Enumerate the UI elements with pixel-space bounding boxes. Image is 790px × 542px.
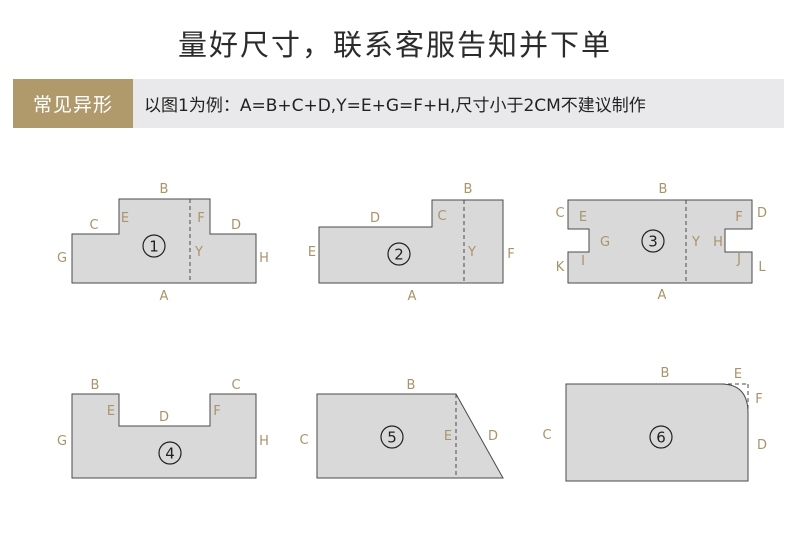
shape-2-label-c: C: [437, 209, 446, 224]
shape-2-label-f: F: [507, 247, 514, 262]
banner-tag: 常见异形: [13, 79, 133, 128]
shape-3-number: 3: [648, 233, 658, 251]
shape-5-outline: [316, 393, 504, 479]
shape-3-label-i: I: [581, 254, 585, 269]
shape-3-label-y: Y: [691, 235, 700, 250]
shape-4-label-g: G: [57, 434, 67, 449]
shape-3-label-l: L: [758, 260, 766, 275]
shape-4: 4 B C E D F G H: [57, 378, 269, 479]
shape-6-label-f: F: [755, 392, 762, 407]
shape-3: 3 B C E F D G Y H I J K L A: [555, 182, 767, 303]
shape-3-label-d: D: [757, 206, 767, 221]
shape-6-number: 6: [656, 429, 666, 447]
shape-4-label-d: D: [159, 410, 169, 425]
shape-3-label-j: J: [736, 252, 741, 267]
shape-6-number-circle: [649, 425, 673, 449]
shape-3-label-h: H: [713, 235, 723, 250]
banner-text: 以图1为例：A=B+C+D,Y=E+G=F+H,尺寸小于2CM不建议制作: [144, 96, 646, 116]
shape-3-outline: [567, 199, 753, 284]
shape-5-label-d: D: [488, 429, 498, 444]
shape-2-label-a: A: [408, 289, 417, 304]
shape-4-label-e: E: [107, 404, 115, 419]
shape-1-label-a: A: [160, 289, 169, 304]
shape-4-label-h: H: [259, 434, 269, 449]
shape-6-label-e: E: [734, 367, 742, 382]
info-banner: 常见异形 以图1为例：A=B+C+D,Y=E+G=F+H,尺寸小于2CM不建议制…: [13, 79, 784, 128]
shape-1-label-y: Y: [194, 245, 203, 260]
shape-5-number-circle: [380, 425, 404, 449]
shape-4-label-b: B: [91, 378, 100, 393]
shape-1-label-f: F: [197, 211, 204, 226]
shape-1-label-b: B: [160, 182, 169, 197]
shape-3-number-circle: [641, 229, 665, 253]
shape-4-label-c: C: [231, 378, 240, 393]
shape-5-label-e: E: [444, 429, 452, 444]
shape-2: 2 B D C E Y F A: [308, 182, 515, 304]
shape-4-number-circle: [158, 441, 182, 465]
shape-2-label-d: D: [370, 211, 380, 226]
shape-4-label-f: F: [213, 404, 220, 419]
shape-2-label-y: Y: [467, 245, 476, 260]
shape-1-number-circle: [142, 234, 166, 258]
shape-5-label-c: C: [299, 433, 308, 448]
shape-6-label-c: C: [542, 428, 551, 443]
shape-5-number: 5: [387, 429, 397, 447]
shape-5-label-b: B: [407, 378, 416, 393]
shape-1: 1 B C E F D Y G H A: [57, 182, 269, 304]
shape-1-number: 1: [149, 238, 159, 256]
shape-3-label-b: B: [659, 182, 668, 197]
shape-3-label-g: G: [600, 235, 610, 250]
shape-1-label-c: C: [89, 218, 98, 233]
page-title: 量好尺寸，联系客服告知并下单: [177, 28, 612, 62]
shape-6-label-b: B: [661, 366, 670, 381]
shape-3-label-k: K: [556, 260, 565, 275]
shape-5: 5 B C E D: [299, 378, 504, 479]
shape-3-label-c: C: [555, 206, 564, 221]
shape-4-number: 4: [165, 445, 175, 463]
shape-3-label-e: E: [579, 210, 587, 225]
shape-4-outline: [71, 393, 257, 479]
shape-1-label-h: H: [259, 251, 269, 266]
shape-6-label-d: D: [757, 438, 767, 453]
shape-1-label-e: E: [121, 211, 129, 226]
shape-2-label-e: E: [308, 245, 316, 260]
shape-3-label-a: A: [658, 288, 667, 303]
shape-2-outline: [318, 199, 504, 284]
shape-2-number: 2: [394, 246, 404, 264]
shape-2-label-b: B: [464, 182, 473, 197]
shape-3-label-f: F: [735, 210, 742, 225]
shape-2-number-circle: [387, 242, 411, 266]
shape-6: 6 B E F C D: [542, 366, 767, 482]
shape-1-label-d: D: [231, 218, 241, 233]
shape-1-label-g: G: [57, 251, 67, 266]
